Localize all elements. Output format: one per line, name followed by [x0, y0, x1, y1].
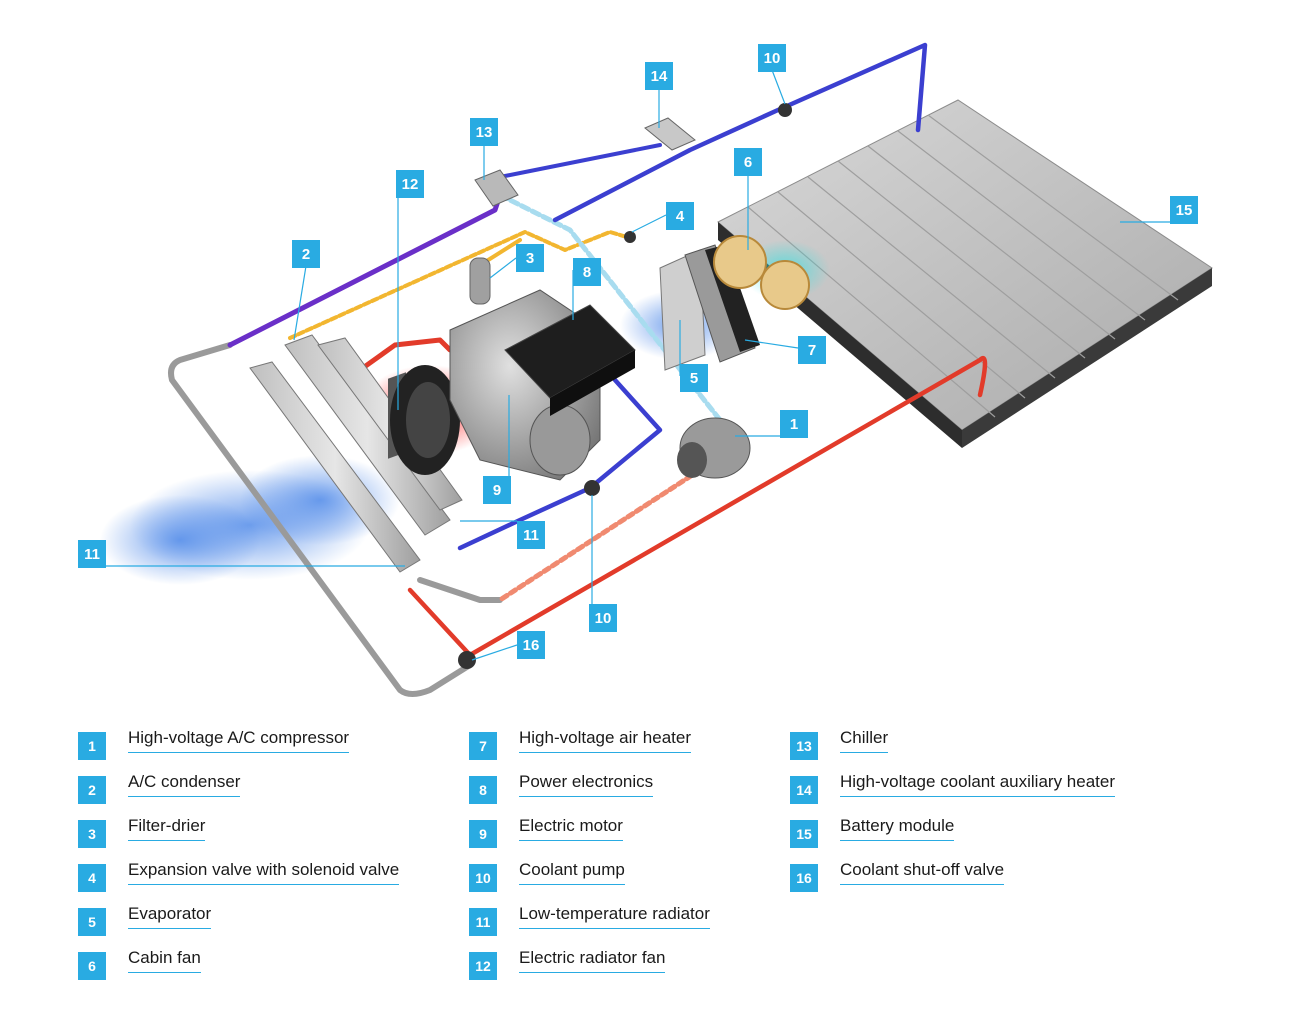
legend-number-badge: 13 — [790, 732, 818, 760]
legend-label: Chiller — [840, 728, 889, 753]
pumps-and-valves — [458, 103, 792, 669]
callout-c2: 2 — [292, 240, 320, 268]
legend-label: Coolant pump — [519, 860, 625, 885]
svg-text:11: 11 — [523, 527, 539, 544]
callout-c12: 12 — [396, 170, 424, 198]
svg-text:6: 6 — [744, 154, 752, 171]
legend-label: Filter-drier — [128, 816, 206, 841]
callout-c8: 8 — [573, 258, 601, 286]
legend-number-badge: 1 — [78, 732, 106, 760]
svg-text:15: 15 — [1176, 202, 1193, 219]
svg-text:5: 5 — [690, 370, 698, 387]
legend-number-badge: 10 — [469, 864, 497, 892]
power-electronics — [504, 304, 636, 416]
legend-label: A/C condenser — [128, 772, 241, 797]
legend-label: High-voltage coolant auxiliary heater — [840, 772, 1115, 797]
legend-label: Coolant shut-off valve — [840, 860, 1005, 885]
legend-label: Evaporator — [128, 904, 212, 929]
svg-text:2: 2 — [302, 246, 310, 263]
legend-number-badge: 3 — [78, 820, 106, 848]
callout-c11b: 11 — [517, 521, 545, 549]
svg-text:8: 8 — [583, 264, 591, 281]
legend-number-badge: 15 — [790, 820, 818, 848]
legend-label: Battery module — [840, 816, 955, 841]
svg-text:16: 16 — [523, 637, 540, 654]
callout-c5: 5 — [680, 364, 708, 392]
svg-text:1: 1 — [790, 416, 798, 433]
legend-number-badge: 4 — [78, 864, 106, 892]
legend-number-badge: 7 — [469, 732, 497, 760]
callout-c11a: 11 — [78, 540, 106, 568]
legend-label: Electric motor — [519, 816, 623, 841]
legend-label: High-voltage A/C compressor — [128, 728, 350, 753]
legend-label: Expansion valve with solenoid valve — [128, 860, 400, 885]
legend-number-badge: 9 — [469, 820, 497, 848]
callout-c1: 1 — [780, 410, 808, 438]
callout-c13: 13 — [470, 118, 498, 146]
chiller — [474, 169, 519, 207]
legend-number-badge: 5 — [78, 908, 106, 936]
filter-drier — [469, 257, 491, 305]
radiator-fan — [390, 365, 460, 475]
svg-text:9: 9 — [493, 482, 501, 499]
thermal-management-diagram: 15 14 10 13 12 6 4 2 3 8 7 5 1 9 11 11 1… — [78, 42, 1213, 697]
svg-text:13: 13 — [476, 124, 493, 141]
callout-c9: 9 — [483, 476, 511, 504]
callout-c6: 6 — [734, 148, 762, 176]
callout-c7: 7 — [798, 336, 826, 364]
legend-number-badge: 12 — [469, 952, 497, 980]
legend-label: Electric radiator fan — [519, 948, 666, 973]
callout-c16: 16 — [517, 631, 545, 659]
callout-c4: 4 — [666, 202, 694, 230]
legend-number-badge: 8 — [469, 776, 497, 804]
callout-c14: 14 — [645, 62, 673, 90]
svg-text:3: 3 — [526, 250, 534, 267]
svg-text:12: 12 — [402, 176, 419, 193]
legend-number-badge: 11 — [469, 908, 497, 936]
legend-label: Low-temperature radiator — [519, 904, 710, 929]
legend-number-badge: 2 — [78, 776, 106, 804]
svg-text:4: 4 — [676, 208, 685, 225]
hvac-module — [659, 235, 810, 371]
leader-lines — [91, 69, 1185, 661]
coolant-heater — [644, 117, 696, 151]
coolant-and-refrigerant-lines — [168, 42, 988, 697]
legend-label: Cabin fan — [128, 948, 201, 973]
callout-c10b: 10 — [589, 604, 617, 632]
callout-c15: 15 — [1170, 196, 1198, 224]
svg-text:14: 14 — [651, 68, 668, 85]
callout-c3: 3 — [516, 244, 544, 272]
legend-number-badge: 6 — [78, 952, 106, 980]
callout-c10a: 10 — [758, 44, 786, 72]
svg-text:10: 10 — [595, 610, 612, 627]
svg-text:7: 7 — [808, 342, 816, 359]
legend-number-badge: 16 — [790, 864, 818, 892]
legend-label: Power electronics — [519, 772, 654, 797]
legend-number-badge: 14 — [790, 776, 818, 804]
ac-compressor — [677, 417, 751, 479]
svg-text:10: 10 — [764, 50, 781, 67]
legend-label: High-voltage air heater — [519, 728, 691, 753]
svg-text:11: 11 — [84, 546, 100, 563]
